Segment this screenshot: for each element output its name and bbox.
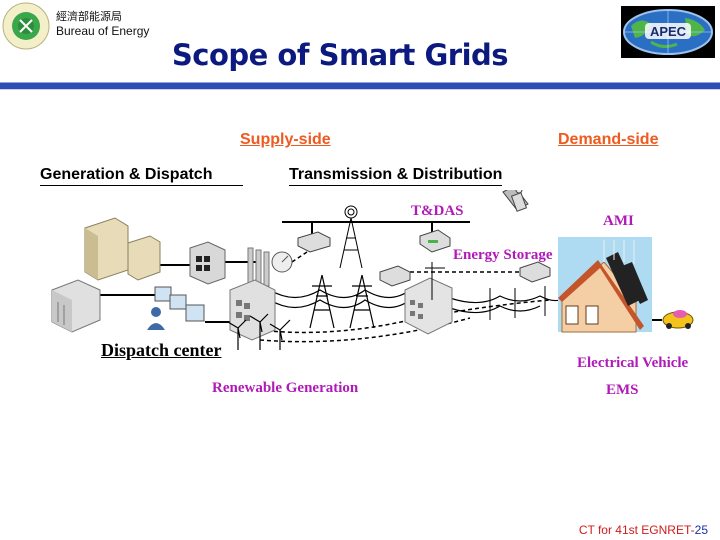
- apec-label: APEC: [650, 24, 687, 39]
- radio-tower-icon: [339, 205, 363, 269]
- tdas-router-icon: [419, 229, 451, 253]
- smart-grid-diagram: [0, 190, 720, 350]
- energy-storage-module-icon: [519, 261, 551, 283]
- ems-label: EMS: [606, 382, 639, 398]
- smart-home-icon: [558, 237, 652, 333]
- footer-text: CT for 41st EGNRET-: [578, 523, 695, 537]
- electric-vehicle-icon: [662, 310, 694, 329]
- ami-label: AMI: [603, 213, 634, 229]
- energy-storage-label: Energy Storage: [453, 247, 553, 263]
- dispatch-workstations-icon: [147, 286, 205, 330]
- power-plant-server-icon: [84, 217, 161, 281]
- wind-turbines-icon: [227, 313, 291, 350]
- title-divider: [0, 82, 720, 90]
- demand-side-label: Demand-side: [558, 131, 659, 148]
- generation-dispatch-heading: Generation & Dispatch: [40, 166, 243, 186]
- dispatch-center-label: Dispatch center: [101, 340, 222, 360]
- substation-icon: [404, 262, 453, 335]
- storage-module-left-icon: [379, 265, 411, 287]
- slide-footer: CT for 41st EGNRET-25: [579, 523, 708, 537]
- page-title: Scope of Smart Grids: [171, 38, 509, 72]
- page-number: 25: [694, 523, 708, 537]
- tdas-label: T&DAS: [411, 203, 464, 219]
- bureau-of-energy-logo: [2, 2, 50, 50]
- transmission-distribution-heading: Transmission & Distribution: [289, 166, 503, 186]
- electrical-vehicle-label: Electrical Vehicle: [577, 355, 689, 371]
- satellite-dish-icon: [271, 251, 293, 273]
- supply-side-label: Supply-side: [240, 131, 331, 148]
- apec-logo: APEC: [621, 6, 715, 58]
- renewable-generation-label: Renewable Generation: [212, 380, 359, 396]
- satellite-icon: [502, 190, 529, 212]
- org-name-english: Bureau of Energy: [56, 24, 150, 38]
- utility-building-icon: [51, 279, 101, 333]
- org-name-chinese: 經濟部能源局: [56, 10, 122, 23]
- communication-router-icon: [297, 231, 331, 253]
- distribution-poles-icon: [489, 286, 546, 320]
- transmission-tower-icon: [309, 274, 375, 329]
- control-server-icon: [189, 241, 226, 285]
